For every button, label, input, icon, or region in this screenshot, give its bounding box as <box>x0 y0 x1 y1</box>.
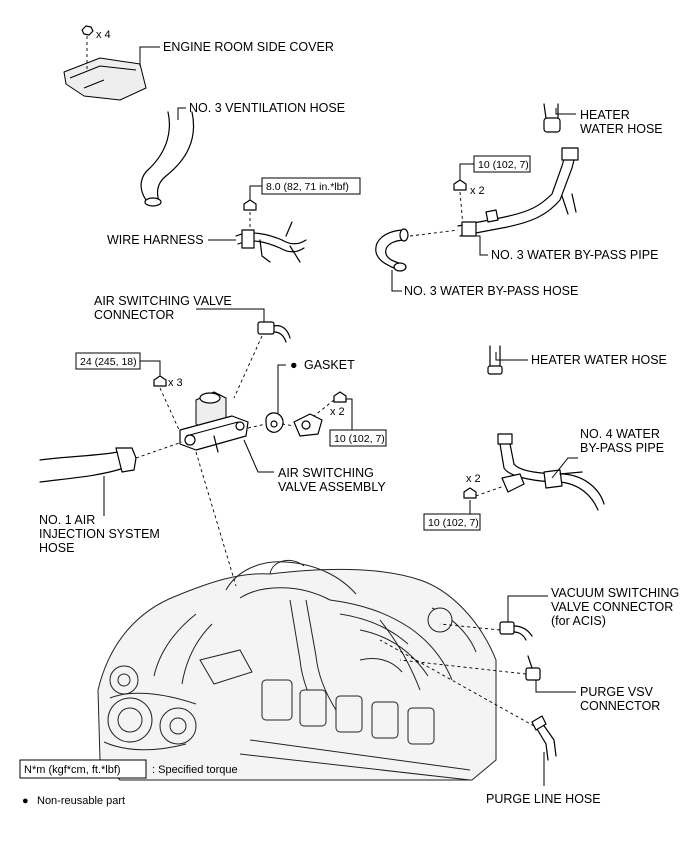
purge-vsv-connector-label-line2: CONNECTOR <box>580 699 660 713</box>
gasket-bullet: ● <box>290 358 298 372</box>
purge-line-hose-part <box>531 715 557 761</box>
no4-pipe-bolt-quantity: x 2 <box>466 473 481 485</box>
purge-line-hose-label: PURGE LINE HOSE <box>486 792 601 806</box>
legend-torque-description: : Specified torque <box>152 764 238 776</box>
no4-water-bypass-pipe-label-line2: BY-PASS PIPE <box>580 441 664 455</box>
valve-assembly-torque-value: 24 (245, 18) <box>80 356 137 368</box>
no1-air-injection-hose-label-line2: INJECTION SYSTEM <box>39 527 160 541</box>
no4-bypass-pipe-torque-value: 10 (102, 7) <box>428 517 479 529</box>
heater-water-hose-mid-part <box>487 345 503 375</box>
vacuum-switching-valve-connector-label-line3: (for ACIS) <box>551 614 606 628</box>
no3-ventilation-hose-label: NO. 3 VENTILATION HOSE <box>189 101 345 115</box>
no1-air-injection-hose-label-line1: NO. 1 AIR <box>39 513 95 527</box>
wire-harness-part <box>235 221 307 263</box>
gasket-label: GASKET <box>304 358 355 372</box>
no3-bypass-pipe-bolt-icon <box>453 179 467 227</box>
no3-ventilation-hose-part <box>140 111 195 207</box>
gasket-bolts-torque-value: 10 (102, 7) <box>334 433 385 445</box>
no3-water-bypass-pipe-label: NO. 3 WATER BY-PASS PIPE <box>491 248 658 262</box>
no3-water-bypass-pipe-part <box>457 147 579 237</box>
air-switching-valve-connector-label-line2: CONNECTOR <box>94 308 174 322</box>
vacuum-switching-valve-connector-part <box>499 621 533 641</box>
engine-room-side-cover-part <box>63 57 147 101</box>
wire-harness-torque-value: 8.0 (82, 71 in.*lbf) <box>266 181 349 193</box>
no4-water-bypass-pipe-part <box>497 433 605 511</box>
wire-harness-bolt-icon <box>243 199 257 230</box>
no4-water-bypass-pipe-label-line1: NO. 4 WATER <box>580 427 660 441</box>
air-switching-valve-assembly-label-line1: AIR SWITCHING <box>278 466 374 480</box>
gasket-bolts-torque-box <box>329 429 387 447</box>
cover-bolt-quantity: x 4 <box>96 29 111 41</box>
no3-water-bypass-hose-label: NO. 3 WATER BY-PASS HOSE <box>404 284 578 298</box>
air-switching-valve-assembly-label-line2: VALVE ASSEMBLY <box>278 480 386 494</box>
legend-torque-box <box>19 759 147 779</box>
no4-pipe-bolt-icon <box>463 485 505 499</box>
purge-vsv-connector-label-line1: PURGE VSV <box>580 685 654 699</box>
vacuum-switching-valve-connector-label-line2: VALVE CONNECTOR <box>551 600 673 614</box>
engine-room-side-cover-label: ENGINE ROOM SIDE COVER <box>163 40 334 54</box>
legend-nonreusable-label: Non-reusable part <box>37 795 125 807</box>
heater-water-hose-top-label-line1: HEATER <box>580 108 630 122</box>
no4-bypass-pipe-torque-box <box>423 513 481 531</box>
cover-bolt-icon <box>81 25 94 72</box>
valve-assembly-bolt-quantity: x 3 <box>168 377 183 389</box>
heater-water-hose-top-label-line2: WATER HOSE <box>580 122 663 136</box>
legend-torque-unit: N*m (kgf*cm, ft.*lbf) <box>24 764 121 776</box>
air-switching-valve-connector-part <box>257 321 291 343</box>
legend-nonreusable-bullet: ● <box>22 795 29 807</box>
no1-air-injection-hose-part <box>39 447 137 483</box>
air-switching-valve-connector-label-line1: AIR SWITCHING VALVE <box>94 294 232 308</box>
valve-assembly-bolt-icon <box>153 375 181 433</box>
purge-vsv-connector-part <box>525 655 541 681</box>
heater-water-hose-top-part <box>543 103 561 133</box>
no3-water-bypass-hose-part <box>375 228 409 272</box>
vacuum-switching-valve-connector-label-line1: VACUUM SWITCHING <box>551 586 679 600</box>
heater-water-hose-mid-label: HEATER WATER HOSE <box>531 353 667 367</box>
gasket-bolt-quantity: x 2 <box>330 406 345 418</box>
no3-bypass-pipe-torque-value: 10 (102, 7) <box>478 159 529 171</box>
wire-harness-label: WIRE HARNESS <box>107 233 204 247</box>
air-switching-valve-assembly-part <box>179 391 249 453</box>
no3-bypass-pipe-bolt-quantity: x 2 <box>470 185 485 197</box>
gasket-part <box>265 412 323 437</box>
no1-air-injection-hose-label-line3: HOSE <box>39 541 74 555</box>
engine-assembly-illustration <box>97 559 497 781</box>
